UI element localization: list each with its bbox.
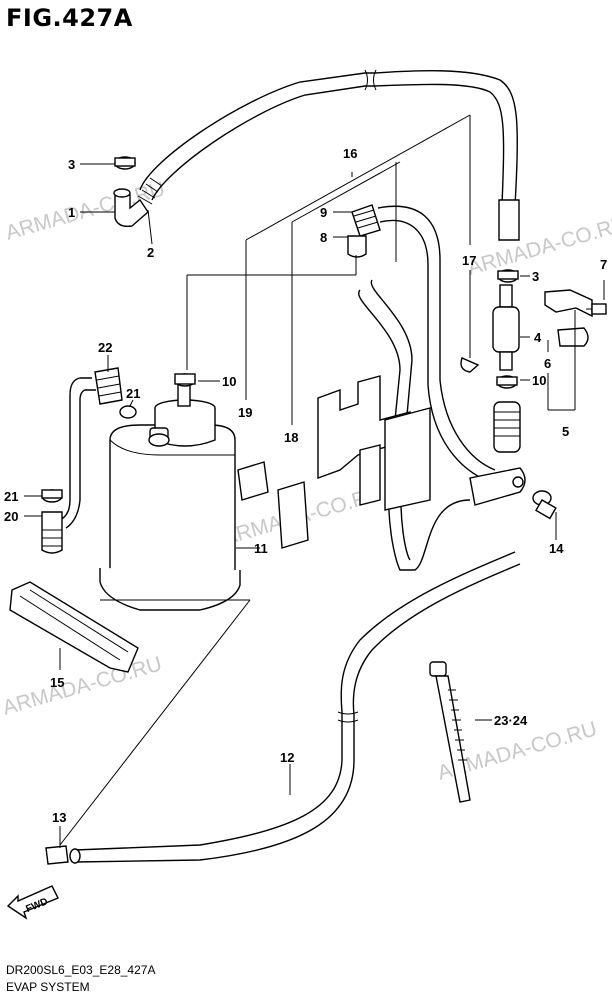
clamp-part-10-left xyxy=(174,373,196,387)
pad-part-18 xyxy=(277,481,309,549)
callout-21-lower: 21 xyxy=(4,489,18,504)
cable-tie-part-23-24 xyxy=(429,661,471,803)
callout-23-24: 23·24 xyxy=(494,713,528,728)
watermark-4: ARMADA-CO.RU xyxy=(0,652,164,719)
callout-19: 19 xyxy=(238,405,252,420)
callout-6: 6 xyxy=(544,356,551,371)
callout-22: 22 xyxy=(98,340,112,355)
hose-bracket-right xyxy=(469,467,526,506)
callout-3-left: 3 xyxy=(68,157,75,172)
clamp-part-21-upper xyxy=(119,405,137,419)
callout-9: 9 xyxy=(320,205,327,220)
short-hose-right xyxy=(493,401,521,453)
fwd-arrow-icon: FWD xyxy=(6,885,59,920)
hose-clip-part-17 xyxy=(460,357,480,373)
callout-10-left: 10 xyxy=(222,374,236,389)
figure-title: FIG.427A xyxy=(6,4,133,32)
callout-4: 4 xyxy=(534,330,542,345)
callout-10-right: 10 xyxy=(532,373,546,388)
callout-21-upper: 21 xyxy=(126,386,140,401)
hose-part-20 xyxy=(41,511,63,554)
hose-part-12 xyxy=(69,551,521,864)
leader-lines xyxy=(24,114,605,848)
clamp-part-21-lower xyxy=(41,489,63,503)
hose-part-22 xyxy=(59,367,123,529)
figure-code: DR200SL6_E03_E28_427A xyxy=(6,963,156,977)
bolt-part-14 xyxy=(532,490,557,520)
bracket-part-6 xyxy=(544,289,593,347)
callout-5: 5 xyxy=(562,424,569,439)
clamp-part-10-right xyxy=(496,375,518,389)
callout-13: 13 xyxy=(52,810,66,825)
hose-part-2 xyxy=(137,69,520,241)
bolt-part-7 xyxy=(586,303,607,315)
callout-12: 12 xyxy=(280,750,294,765)
callout-16: 16 xyxy=(343,146,357,161)
mounting-bracket xyxy=(317,375,431,511)
callout-8: 8 xyxy=(320,230,327,245)
callout-14: 14 xyxy=(549,541,564,556)
hose-part-16 xyxy=(347,204,496,571)
callout-1: 1 xyxy=(68,205,75,220)
strap-part-15 xyxy=(9,581,139,673)
callout-11: 11 xyxy=(254,541,268,556)
callout-17: 17 xyxy=(462,253,476,268)
callout-15: 15 xyxy=(50,675,64,690)
callout-labels: 3 1 2 16 9 8 17 3 7 4 6 10 5 10 22 21 19… xyxy=(4,146,607,825)
pad-part-19 xyxy=(237,461,269,501)
elbow-fitting-part-1 xyxy=(113,188,149,228)
clamp-part-3-left xyxy=(114,156,136,170)
callout-7: 7 xyxy=(600,257,607,272)
clamp-part-3-right xyxy=(497,269,519,283)
callout-2: 2 xyxy=(147,245,154,260)
valve-part-4 xyxy=(492,284,520,371)
figure-name: EVAP SYSTEM xyxy=(6,980,90,994)
callout-18: 18 xyxy=(284,430,298,445)
callout-3-right: 3 xyxy=(532,269,539,284)
clamp-part-13 xyxy=(45,845,69,865)
callout-20: 20 xyxy=(4,509,18,524)
